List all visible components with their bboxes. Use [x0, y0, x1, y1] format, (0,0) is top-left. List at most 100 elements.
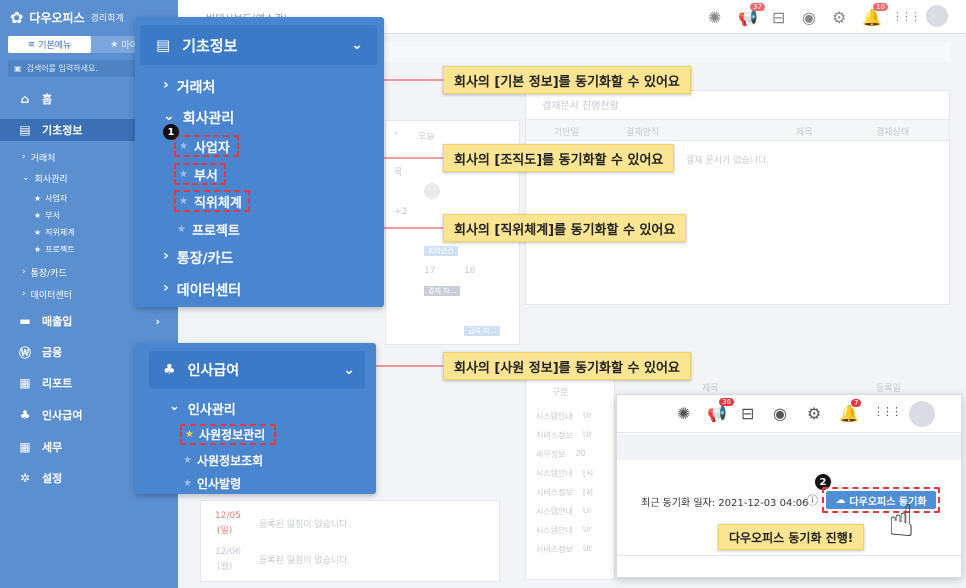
overlay-header-basic-info[interactable]: ▤ 기초정보 ⌄: [140, 25, 377, 65]
notice-col-title: 제목: [702, 384, 719, 394]
vision-icon[interactable]: ◉: [773, 404, 787, 423]
tab-basic-menu[interactable]: ≡기본메뉴: [8, 36, 91, 53]
chevron-down-icon: ⌄: [343, 362, 355, 378]
chevron-right-icon[interactable]: ›: [394, 129, 398, 139]
gear-icon[interactable]: ⚙: [807, 404, 822, 423]
sidebar-item-report[interactable]: ▦리포트: [19, 376, 73, 390]
notice-title: [시: [582, 488, 594, 497]
notice-col-date: 등록일: [876, 384, 901, 394]
apps-grid-icon[interactable]: ⋮⋮⋮: [892, 10, 921, 23]
notice-title: Ur: [582, 430, 592, 439]
vision-icon[interactable]: ◉: [802, 8, 816, 27]
notice-row[interactable]: 시스템안내 Ur: [536, 411, 616, 430]
app-header[interactable]: ✿ 다우오피스 경리회계: [0, 0, 178, 34]
chevron-right-icon: ›: [22, 267, 26, 277]
daouoffice-sync-button[interactable]: ☁ 다우오피스 동기화: [826, 491, 936, 509]
approval-table-header: 기안일 결재양식 제목 결재상태: [526, 119, 949, 141]
avatar[interactable]: [926, 5, 948, 27]
notice-title: [시: [582, 469, 594, 478]
hr-menu-overlay: ♣ 인사급여 ⌄ ⌄인사관리 ★사원정보관리 ★사원정보조회 ★인사발령: [135, 343, 376, 494]
today-marker: [424, 183, 440, 199]
notice-category: 시스템안내: [536, 507, 573, 516]
search-icon: ▣: [14, 64, 22, 73]
avatar[interactable]: [909, 401, 935, 427]
sidebar-item-settings[interactable]: ✲설정: [19, 471, 63, 485]
star-icon: ★: [34, 193, 42, 203]
today-button[interactable]: 오늘: [418, 132, 435, 142]
notice-row[interactable]: 서비스정보[시: [536, 487, 616, 506]
overlay-item-data[interactable]: ›데이터센터: [163, 280, 242, 299]
overlay-item-biz[interactable]: ★사업자: [174, 135, 239, 157]
star-icon: ★: [34, 244, 42, 254]
sidebar-item-hr[interactable]: ♣인사급여: [19, 408, 83, 422]
overlay-item-bank[interactable]: ›통장/카드: [163, 248, 234, 267]
chevron-down-icon: ⌄: [351, 37, 363, 53]
notice-category: 시스템안내: [536, 469, 573, 478]
notice-row[interactable]: 세무정보 20: [536, 449, 616, 468]
notice-row[interactable]: 시스템안내 Ur: [536, 506, 616, 525]
pointing-hand-icon: ☝: [888, 496, 915, 547]
notice-title: 20: [575, 449, 586, 458]
notice-category: 서비스정보: [536, 545, 573, 554]
last-sync-text: 최근 동기화 일자: 2021-12-03 04:06: [641, 498, 809, 509]
sidebar-sub-grade[interactable]: ★직위체계: [34, 227, 75, 237]
overlay-item-grade[interactable]: ★직위체계: [174, 190, 250, 212]
sidebar-sub-dept[interactable]: ★부서: [34, 210, 60, 220]
star-icon: ★: [110, 39, 119, 50]
chevron-right-icon: ›: [163, 248, 169, 264]
overlay-item-emp-view[interactable]: ★사원정보조회: [183, 454, 264, 468]
notice-category: 세무정보: [536, 450, 566, 459]
overlay-item-partner[interactable]: ›거래처: [163, 77, 216, 96]
overlay-item-dept[interactable]: ★부서: [174, 163, 226, 185]
megaphone-icon[interactable]: 📢: [738, 8, 758, 27]
callout-employee: 회사의 [사원 정보]를 동기화할 수 있어요: [443, 352, 691, 380]
notice-row[interactable]: 시스템안내 [시: [536, 468, 616, 487]
sidebar-sub-biz[interactable]: ★사업자: [34, 193, 68, 203]
overlay-header-hr[interactable]: ♣ 인사급여 ⌄: [149, 351, 365, 389]
sidebar-item-sales[interactable]: ▬매출입›: [19, 314, 160, 328]
info-icon[interactable]: ⓘ: [807, 494, 818, 507]
sidebar-sub-data[interactable]: ›데이터센터: [22, 289, 73, 301]
sidebar-sub-partner[interactable]: ›거래처: [22, 152, 56, 164]
sidebar-item-basic-info[interactable]: ▤기초정보: [0, 119, 178, 141]
megaphone-icon[interactable]: 📢: [707, 404, 727, 423]
star-icon: ★: [34, 210, 42, 220]
apps-grid-icon[interactable]: ⋮⋮⋮: [873, 405, 902, 418]
sparkle-icon[interactable]: ✺: [708, 8, 722, 27]
sidebar-sub-project[interactable]: ★프로젝트: [34, 244, 75, 254]
sidebar-sub-bank[interactable]: ›통장/카드: [22, 267, 67, 279]
document-icon: ▤: [19, 123, 31, 137]
layout-icon[interactable]: ⊟: [772, 8, 786, 27]
notice-category: 시스템안내: [536, 412, 573, 421]
overlay-item-hr-manage[interactable]: ⌄인사관리: [169, 399, 236, 418]
menu-search-input[interactable]: ▣ 검색어를 입력하세요.: [8, 60, 174, 77]
layout-icon[interactable]: ⊟: [741, 404, 755, 423]
sidebar-item-home[interactable]: ⌂홈: [0, 88, 178, 110]
star-icon: ★: [34, 227, 42, 237]
sync-panel-band: [617, 434, 961, 460]
people-icon: ♣: [19, 408, 31, 422]
notice-title: Ur: [582, 411, 592, 420]
star-icon: ★: [179, 140, 188, 152]
sidebar-sub-company[interactable]: ⌄회사관리: [22, 173, 68, 185]
overlay-item-emp-manage[interactable]: ★사원정보관리: [180, 424, 276, 445]
basic-info-menu-overlay: ▤ 기초정보 ⌄ ›거래처 ⌄회사관리 ★사업자 ★부서 ★직위체계 ★프로젝트…: [135, 17, 384, 307]
megaphone-badge: 36: [719, 398, 734, 406]
notice-title: Ur: [582, 506, 592, 515]
bell-icon[interactable]: 🔔: [839, 404, 859, 423]
bell-icon[interactable]: 🔔: [862, 8, 882, 27]
star-icon: ★: [185, 429, 194, 440]
document-icon: ▤: [156, 36, 171, 54]
overlay-item-appoint[interactable]: ★인사발령: [183, 477, 242, 491]
sparkle-icon[interactable]: ✺: [677, 404, 691, 423]
overlay-item-company[interactable]: ⌄회사관리: [163, 108, 235, 127]
gear-icon[interactable]: ⚙: [832, 8, 847, 27]
star-icon: ★: [177, 224, 186, 235]
overlay-item-project[interactable]: ★프로젝트: [177, 224, 240, 239]
sidebar-item-tax[interactable]: ▦세무: [19, 440, 63, 454]
